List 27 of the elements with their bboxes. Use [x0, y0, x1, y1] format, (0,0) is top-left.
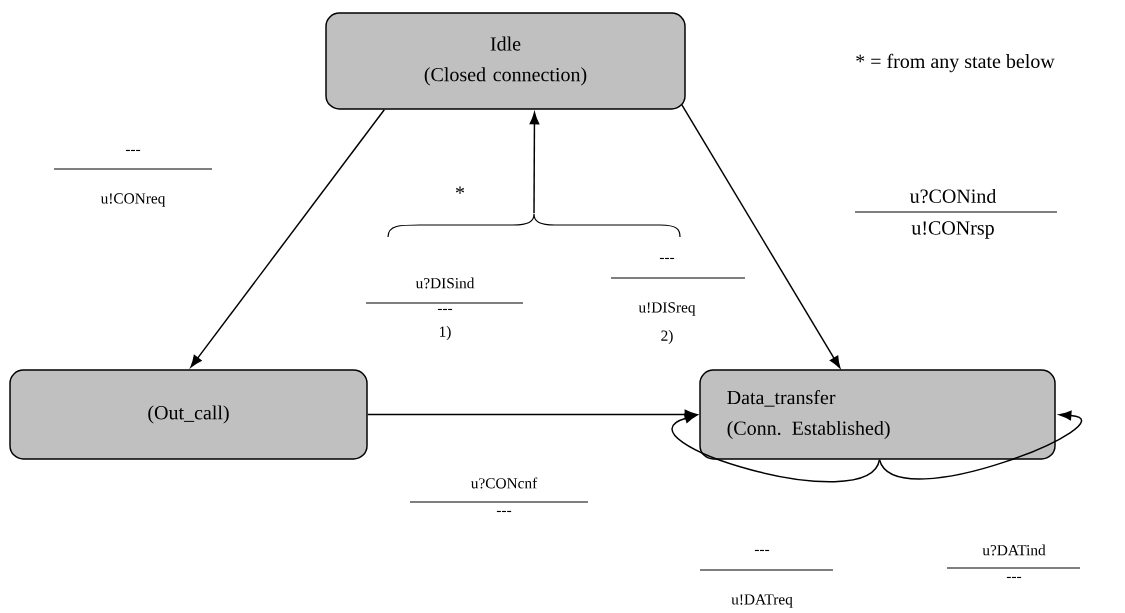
arrow: [529, 112, 540, 214]
state-box: (Out_call): [9, 369, 368, 460]
arrow: [681, 104, 841, 369]
transition-label: u?CONcnf: [471, 477, 538, 489]
transition-label: ---: [754, 549, 770, 552]
transition-label: ---: [496, 510, 512, 513]
transition-label: ---: [1006, 576, 1022, 579]
transition-label: u?DISind: [415, 277, 475, 289]
transition-label: u!DATreq: [731, 594, 793, 608]
transition-label: u!CONrsp: [911, 221, 994, 239]
transition-label: ---: [437, 308, 453, 311]
arrow: [672, 413, 881, 483]
transition-label: u?CONind: [909, 188, 997, 204]
state-box: Data_transfer (Conn. Established): [699, 369, 1056, 460]
transition-label: ---: [125, 149, 141, 152]
arrow: [878, 410, 1082, 480]
footnote-number: 1): [439, 326, 451, 340]
asterisk-label: *: [456, 186, 465, 194]
transition-label: u?DATind: [982, 544, 1046, 556]
transition-label: ---: [659, 257, 675, 260]
state-box: Idle (Closed connection): [325, 12, 686, 110]
note-text: * = from any state below: [856, 53, 1055, 73]
curly-brace: [387, 213, 681, 238]
transition-label: u!CONreq: [100, 193, 166, 207]
footnote-number: 2): [661, 330, 673, 344]
arrow: [190, 109, 385, 368]
transition-label: u!DISreq: [638, 302, 696, 316]
